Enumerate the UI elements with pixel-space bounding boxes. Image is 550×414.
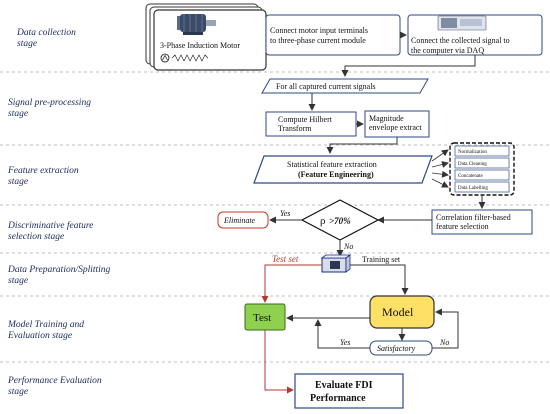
decision-rho-symbol: ρ (320, 215, 326, 227)
motor-node: 3-Phase Induction Motor (145, 3, 267, 71)
edge-label-no-decision: No (343, 242, 353, 251)
daq-device-icon (437, 15, 487, 31)
arrow-split-to-test (261, 264, 322, 303)
data-split-cube-icon (320, 254, 352, 273)
stage-separators (0, 71, 550, 363)
edge-label-test-set: Test set (272, 254, 299, 264)
decision-node: ρ >70% (300, 199, 380, 241)
model-node: Model (369, 295, 435, 329)
edge-label-no-satisfactory: No (439, 338, 449, 347)
feature-step-concatenate: Concatenate (458, 174, 483, 179)
svg-text:Statistical feature extraction: Statistical feature extraction(Feature E… (287, 160, 377, 179)
arrow-test-to-evaluate (264, 330, 294, 394)
motor-icon (177, 14, 216, 35)
svg-text:Model: Model (382, 305, 414, 319)
svg-text:For all captured current signa: For all captured current signals (276, 82, 376, 91)
feature-step-normalization: Normalization (458, 150, 487, 155)
decision-threshold: >70% (329, 216, 351, 226)
eliminate-node: Eliminate (217, 211, 269, 229)
arrows-stage1 (341, 31, 476, 77)
all-signals-node: For all captured current signals (261, 78, 429, 94)
arrow-satisfactory-yes (314, 319, 370, 349)
edge-label-yes-satisfactory: Yes (340, 338, 350, 347)
edge-label-training-set: Training set (362, 255, 401, 264)
svg-text:Satisfactory: Satisfactory (377, 344, 416, 353)
feature-steps-group: Normalization Data Cleaning Concatenate … (449, 142, 515, 196)
feature-step-data-cleaning: Data Cleaning (458, 162, 487, 167)
feature-step-data-labelling: Data Labelling (458, 186, 488, 191)
arrows-feature-steps (431, 149, 449, 188)
satisfactory-node: Satisfactory (369, 340, 433, 356)
test-node: Test (244, 303, 286, 331)
svg-text:Eliminate: Eliminate (223, 216, 256, 225)
arrow-satisfactory-no (432, 308, 459, 349)
feature-extraction-node: Statistical feature extraction(Feature E… (253, 155, 433, 184)
motor-symbol-icon (160, 53, 170, 63)
motor-label: 3-Phase Induction Motor (160, 41, 240, 50)
arrow-split-to-model (350, 264, 409, 295)
resistor-zigzag-icon (171, 54, 209, 62)
edge-label-yes-eliminate: Yes (280, 209, 290, 218)
svg-text:Test: Test (253, 312, 271, 324)
arrow-magnitude-to-feature (326, 137, 398, 154)
